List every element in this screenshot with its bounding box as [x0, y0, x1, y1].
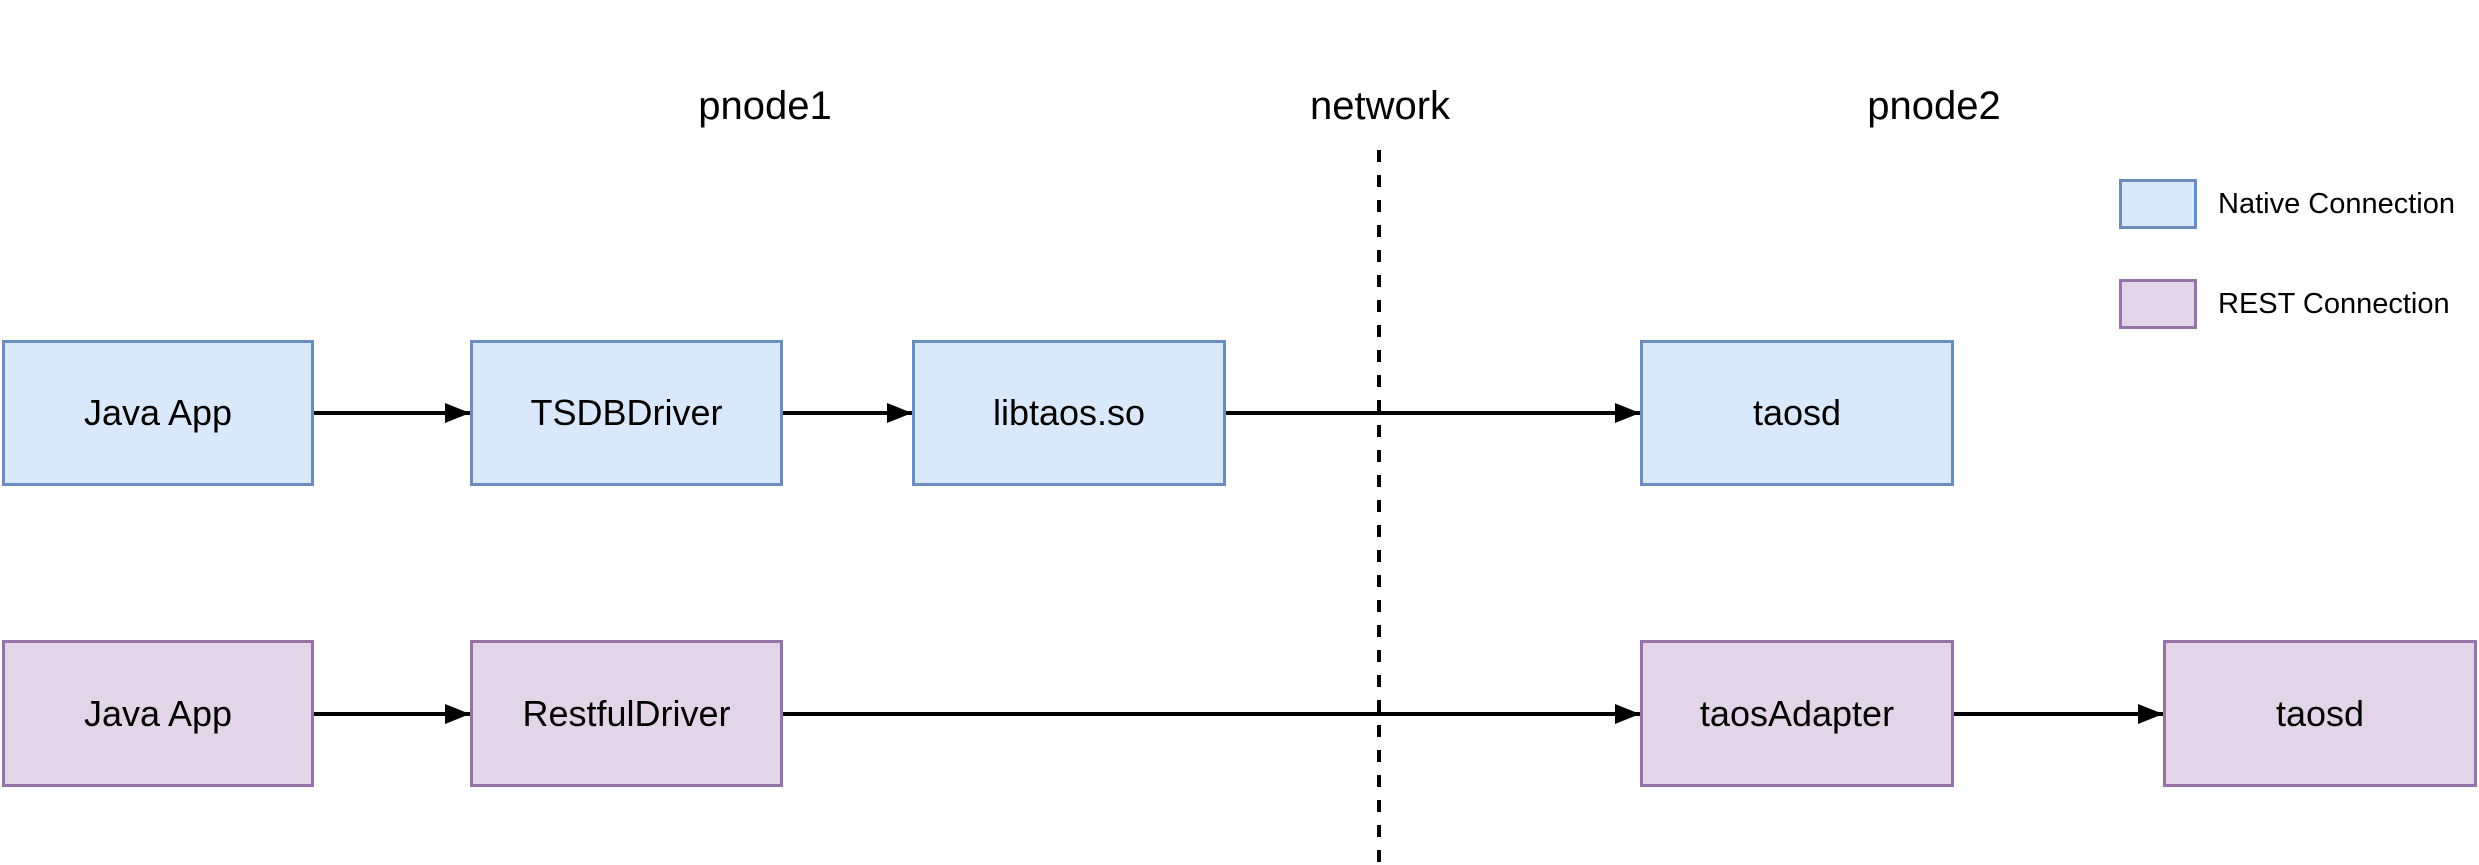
node-taosd-rest: taosd [2163, 640, 2477, 787]
arrow-javaapp-to-restfuldriver [314, 712, 470, 716]
node-java-app-native: Java App [2, 340, 314, 486]
arrow-tsdbdriver-to-libtaos [783, 411, 912, 415]
legend-label-native-connection: Native Connection [2218, 187, 2455, 220]
node-restfuldriver: RestfulDriver [470, 640, 783, 787]
section-label-pnode1: pnode1 [698, 84, 832, 128]
legend-label-rest-connection: REST Connection [2218, 287, 2450, 320]
node-taosd-native: taosd [1640, 340, 1954, 486]
arrow-libtaos-to-taosd [1226, 411, 1640, 415]
section-label-pnode2: pnode2 [1867, 84, 2001, 128]
node-tsdbdriver: TSDBDriver [470, 340, 783, 486]
section-label-network: network [1309, 84, 1451, 128]
arrow-restfuldriver-to-taosadapter [783, 712, 1640, 716]
node-taosadapter: taosAdapter [1640, 640, 1954, 787]
native-connection-swatch [2119, 179, 2197, 229]
node-java-app-rest: Java App [2, 640, 314, 787]
node-libtaos-so: libtaos.so [912, 340, 1226, 486]
legend-item-native-connection: Native Connection [2119, 179, 2455, 229]
arrow-taosadapter-to-taosd [1954, 712, 2163, 716]
rest-connection-swatch [2119, 279, 2197, 329]
arrow-javaapp-to-tsdbdriver [314, 411, 470, 415]
network-divider-line [1377, 150, 1381, 865]
legend-item-rest-connection: REST Connection [2119, 279, 2450, 329]
